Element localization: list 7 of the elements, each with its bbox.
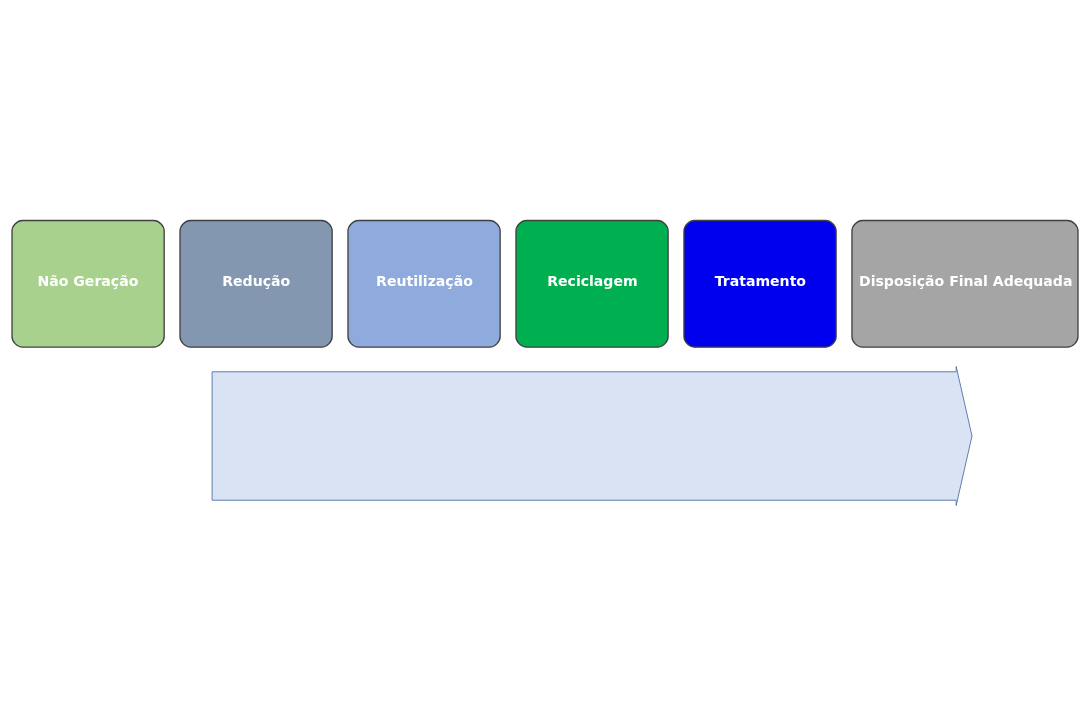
node-arrow bbox=[211, 366, 973, 506]
node-box: Reciclagem bbox=[515, 219, 669, 348]
node-box: Não Geração bbox=[11, 219, 165, 348]
node-box: Disposição Final Adequada bbox=[851, 219, 1079, 348]
node-box: Tratamento bbox=[683, 219, 837, 348]
node-box: Reutilização bbox=[347, 219, 501, 348]
node-box: Redução bbox=[179, 219, 333, 348]
